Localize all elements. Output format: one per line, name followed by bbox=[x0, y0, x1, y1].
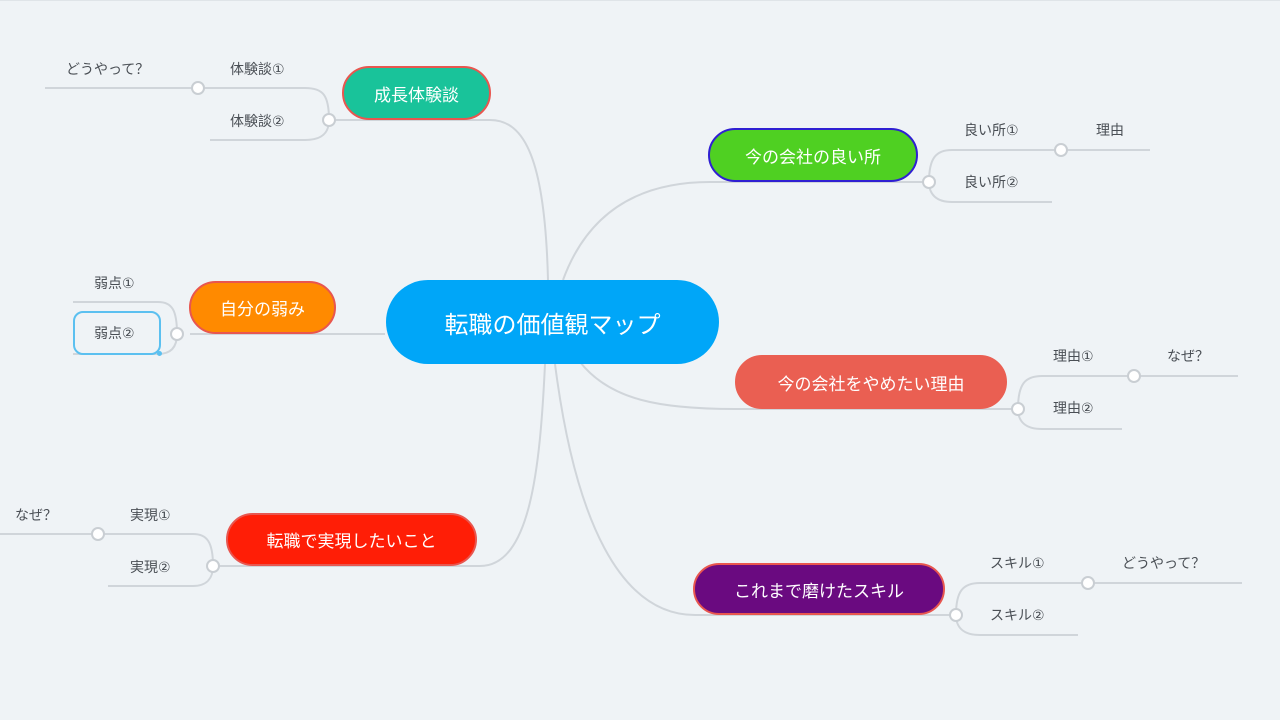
leaf-realize-why[interactable]: なぜ？ bbox=[15, 508, 57, 524]
selected-node-highlight bbox=[73, 311, 161, 355]
collapse-toggle-weak[interactable] bbox=[170, 327, 184, 341]
topic-current-company-good[interactable]: 今の会社の良い所 bbox=[708, 128, 918, 182]
topic-want-to-realize[interactable]: 転職で実現したいこと bbox=[226, 513, 477, 566]
edge-to-skills bbox=[554, 363, 943, 616]
top-border bbox=[0, 0, 1280, 1]
collapse-toggle-experience-1[interactable] bbox=[191, 81, 205, 95]
leaf-weak-point-1[interactable]: 弱点① bbox=[94, 276, 135, 292]
leaf-experience-1[interactable]: 体験談① bbox=[230, 62, 285, 78]
leaf-skill-1[interactable]: スキル① bbox=[990, 556, 1045, 572]
leaf-skill-2[interactable]: スキル② bbox=[990, 608, 1045, 624]
leaf-experience-how[interactable]: どうやって？ bbox=[66, 62, 150, 78]
leaf-realize-2[interactable]: 実現② bbox=[130, 560, 171, 576]
collapse-toggle-good-point-1[interactable] bbox=[1054, 143, 1068, 157]
collapse-toggle-realize-1[interactable] bbox=[91, 527, 105, 541]
leaf-quit-reason-2[interactable]: 理由② bbox=[1053, 401, 1094, 417]
leaf-skill-how[interactable]: どうやって？ bbox=[1122, 556, 1206, 572]
topic-my-weakness[interactable]: 自分の弱み bbox=[189, 281, 336, 334]
collapse-toggle-growth[interactable] bbox=[322, 113, 336, 127]
leaf-weak-point-2[interactable]: 弱点② bbox=[94, 326, 135, 342]
leaf-realize-1[interactable]: 実現① bbox=[130, 508, 171, 524]
topic-skills-developed[interactable]: これまで磨けたスキル bbox=[693, 563, 945, 615]
edge-to-realize bbox=[228, 363, 546, 567]
leaf-good-reason[interactable]: 理由 bbox=[1096, 123, 1124, 139]
collapse-toggle-skills[interactable] bbox=[949, 608, 963, 622]
collapse-toggle-skill-1[interactable] bbox=[1081, 576, 1095, 590]
edge-quit-c1 bbox=[1017, 375, 1134, 410]
topic-reasons-to-quit[interactable]: 今の会社をやめたい理由 bbox=[735, 355, 1007, 409]
leaf-experience-2[interactable]: 体験談② bbox=[230, 114, 285, 130]
collapse-toggle-good[interactable] bbox=[922, 175, 936, 189]
collapse-toggle-quit-reason-1[interactable] bbox=[1127, 369, 1141, 383]
edge-growth-c1 bbox=[198, 87, 330, 121]
leaf-good-point-1[interactable]: 良い所① bbox=[964, 123, 1019, 139]
leaf-quit-reason-1[interactable]: 理由① bbox=[1053, 349, 1094, 365]
leaf-good-point-2[interactable]: 良い所② bbox=[964, 175, 1019, 191]
central-topic[interactable]: 転職の価値観マップ bbox=[386, 280, 719, 364]
collapse-toggle-realize[interactable] bbox=[206, 559, 220, 573]
edge-to-growth bbox=[345, 119, 549, 281]
topic-growth-experience[interactable]: 成長体験談 bbox=[342, 66, 491, 120]
edge-to-good bbox=[562, 181, 915, 281]
collapse-toggle-quit[interactable] bbox=[1011, 402, 1025, 416]
edge-to-quit bbox=[579, 361, 1005, 410]
selection-handle[interactable] bbox=[157, 351, 162, 356]
leaf-quit-why[interactable]: なぜ？ bbox=[1167, 349, 1209, 365]
